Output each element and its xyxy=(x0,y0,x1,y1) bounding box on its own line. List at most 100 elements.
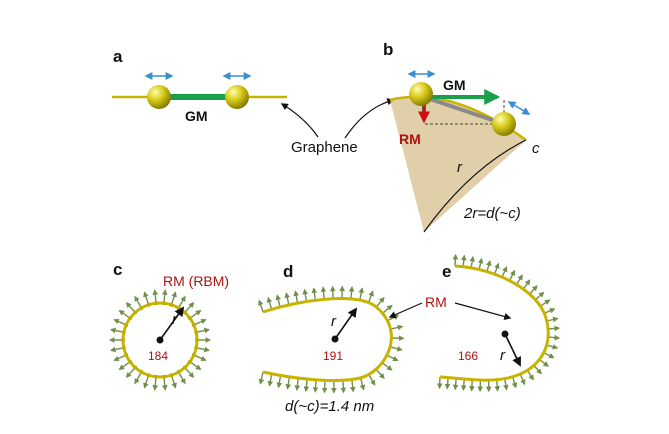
graphene-label: Graphene xyxy=(291,139,358,156)
panel-e: e r 166 xyxy=(436,253,561,393)
displacement-arrows-e xyxy=(436,253,561,393)
displacement-arrow xyxy=(519,373,526,386)
displacement-arrow xyxy=(118,309,131,319)
graphene-sector-b xyxy=(390,96,526,233)
displacement-arrow xyxy=(303,378,310,393)
atom-b-left xyxy=(409,82,433,106)
displacement-arrow xyxy=(110,327,124,334)
atom-dot xyxy=(187,316,192,321)
displacement-arrow xyxy=(348,285,355,300)
displacement-arrow xyxy=(312,379,319,393)
displacement-arrow xyxy=(469,379,475,392)
displacement-arrow xyxy=(329,285,336,299)
displacement-arrow xyxy=(469,255,475,268)
displacement-arrow xyxy=(320,286,327,300)
radius-arc-b xyxy=(423,139,527,233)
displacement-arrow xyxy=(275,294,282,308)
radius-arrow-e xyxy=(504,333,521,367)
bond-b xyxy=(423,95,505,126)
displacement-arrow xyxy=(294,377,301,392)
frequency-e: 166 xyxy=(458,349,478,363)
displacement-arrow xyxy=(494,379,501,392)
displacement-arrow xyxy=(189,361,202,371)
radius-arrow-d xyxy=(334,307,358,340)
displacement-arrow xyxy=(189,309,202,319)
displacement-arrow xyxy=(515,274,523,285)
displacement-arrow xyxy=(134,371,143,385)
frequency-c: 184 xyxy=(148,349,168,363)
displacement-arrow xyxy=(534,291,545,301)
displacement-arrow xyxy=(367,290,374,303)
atom-dot xyxy=(124,353,129,357)
displacement-arrow xyxy=(196,346,210,353)
displacement-arrow xyxy=(266,296,273,310)
displacement-arrow xyxy=(170,291,177,306)
rm-pointer-e xyxy=(454,302,512,320)
shared-rm-annotation: RM xyxy=(388,294,512,320)
displacement-arrow xyxy=(529,285,538,295)
atom-dot xyxy=(154,301,159,306)
displacement-arrow xyxy=(196,327,210,334)
atom-dot xyxy=(121,345,126,350)
atom-dot xyxy=(182,365,187,370)
atom-dot xyxy=(121,330,126,335)
displacement-arrow xyxy=(493,262,500,275)
atom-a-left xyxy=(147,85,171,109)
displacement-arrow xyxy=(184,301,195,313)
displacement-arrow xyxy=(293,290,299,304)
panel-d-letter: d xyxy=(283,262,293,281)
rm-pointer-d xyxy=(388,302,423,318)
atom-dot xyxy=(194,330,199,335)
displacement-arrow xyxy=(375,368,385,380)
atom-dot xyxy=(169,373,174,378)
displacement-arrow xyxy=(540,299,551,307)
gm-label-a: GM xyxy=(185,108,208,124)
displacement-arrows-d xyxy=(258,285,405,394)
displacement-arrow xyxy=(143,291,150,306)
atom-dot xyxy=(194,345,199,350)
displacement-arrow xyxy=(546,316,559,323)
displacement-arrow xyxy=(436,376,443,390)
displacement-arrow xyxy=(460,378,467,392)
displacement-arrow xyxy=(526,369,534,381)
displacement-arrow xyxy=(444,377,451,390)
displacement-arrow xyxy=(508,269,516,281)
panel-d: d r 191 d(~c)=1.4 nm xyxy=(258,262,405,415)
displacement-arrow xyxy=(193,354,207,362)
nanotube-e xyxy=(439,264,550,382)
atom-dot xyxy=(146,373,151,378)
displacement-arrow xyxy=(358,287,364,301)
displacement-arrow xyxy=(152,289,159,304)
displacement-arrow xyxy=(461,254,467,267)
displacement-arrow xyxy=(543,352,555,359)
displacement-arrow xyxy=(533,364,542,375)
displacement-arrow xyxy=(170,374,177,389)
atom-dot xyxy=(133,365,138,370)
displacement-arrow xyxy=(382,304,393,314)
atom-dot xyxy=(176,306,181,310)
c-label-b: c xyxy=(532,140,540,157)
displacement-arrow xyxy=(359,377,366,391)
atom-b-right xyxy=(492,112,516,136)
shared-rm-label: RM xyxy=(425,294,447,310)
nanotube-d xyxy=(262,297,393,382)
displacement-arrow xyxy=(547,325,561,332)
rm-label-b: RM xyxy=(399,131,421,147)
displacement-arrow xyxy=(177,371,186,385)
displacement-arrow xyxy=(349,379,356,393)
displacement-arrow xyxy=(284,292,291,306)
displacement-arrow xyxy=(486,260,492,272)
atom-dot xyxy=(146,302,151,307)
graphene-pointer-b xyxy=(344,98,395,139)
displacement-arrow xyxy=(375,296,385,308)
r-label-e: r xyxy=(500,347,506,364)
displacement-arrow xyxy=(134,295,143,309)
frequency-d: 191 xyxy=(323,349,343,363)
displacement-arrow xyxy=(184,367,195,379)
displacement-arrows-c xyxy=(108,289,212,391)
displacement-arrow xyxy=(152,376,159,391)
radius-arrow-c xyxy=(159,306,185,341)
displacement-arrow xyxy=(113,318,127,326)
displacement-arrow xyxy=(110,346,124,353)
atom-dot xyxy=(154,374,159,379)
